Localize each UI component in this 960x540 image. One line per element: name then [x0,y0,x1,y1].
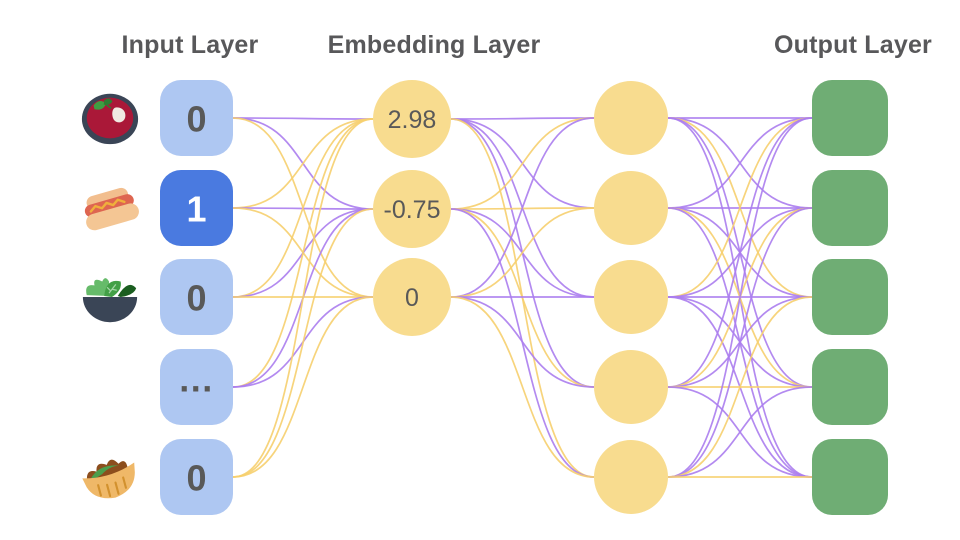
embedding-node-value-1: 2.98 [388,106,437,134]
input-node-4 [160,349,233,425]
edge-hidden5-output1 [667,117,813,478]
edge-input5-embedding1 [232,118,374,478]
input-node-1 [160,80,233,156]
edge-hidden5-output3 [667,296,813,478]
input-layer-title: Input Layer [121,31,259,59]
input-node-2 [160,170,233,246]
embedding-node-2 [373,170,451,248]
output-node-2 [812,170,888,246]
edge-input5-embedding2 [232,208,374,478]
hidden-node-1 [594,81,668,155]
output-node-4 [812,349,888,425]
output-node-1 [812,80,888,156]
edge-hidden3-output1 [667,117,813,298]
output-layer-title: Output Layer [774,31,932,59]
embedding-node-1 [373,80,451,158]
hidden-node-5 [594,440,668,514]
input-node-value-5: 0 [186,458,206,499]
edge-input4-embedding1 [232,118,374,388]
embedding-node-value-2: -0.75 [384,196,441,224]
edge-embedding3-hidden1 [450,117,595,298]
edge-hidden4-output1 [667,117,813,388]
edge-input2-embedding1 [232,118,374,209]
output-node-5 [812,439,888,515]
embedding-layer-title: Embedding Layer [327,31,541,59]
input-node-value-2: 1 [186,189,206,230]
hidden-node-2 [594,171,668,245]
edge-input1-embedding1 [232,117,374,120]
hot-dog-icon [79,183,141,234]
input-node-3 [160,259,233,335]
borscht-bowl-icon [81,93,139,145]
edge-hidden5-output4 [667,386,813,478]
output-node-3 [812,259,888,335]
edge-embedding1-hidden1 [450,117,595,120]
pita-sandwich-icon [79,452,141,506]
input-node-value-4: ... [179,359,214,400]
embedding-node-value-3: 0 [405,284,419,312]
edge-input3-embedding1 [232,118,374,298]
edge-hidden2-output1 [667,117,813,209]
edge-embedding2-hidden4 [450,208,595,388]
edge-embedding3-hidden2 [450,207,595,298]
hidden-node-4 [594,350,668,424]
input-node-5 [160,439,233,515]
salad-bowl-icon [82,277,138,323]
edge-embedding2-hidden1 [450,117,595,210]
hidden-node-3 [594,260,668,334]
input-node-value-1: 0 [186,99,206,140]
input-node-value-3: 0 [186,278,206,319]
embedding-node-3 [373,258,451,336]
edge-embedding3-hidden5 [450,296,595,478]
edge-hidden5-output2 [667,207,813,478]
edge-embedding3-hidden4 [450,296,595,388]
edge-input5-embedding3 [232,296,374,478]
